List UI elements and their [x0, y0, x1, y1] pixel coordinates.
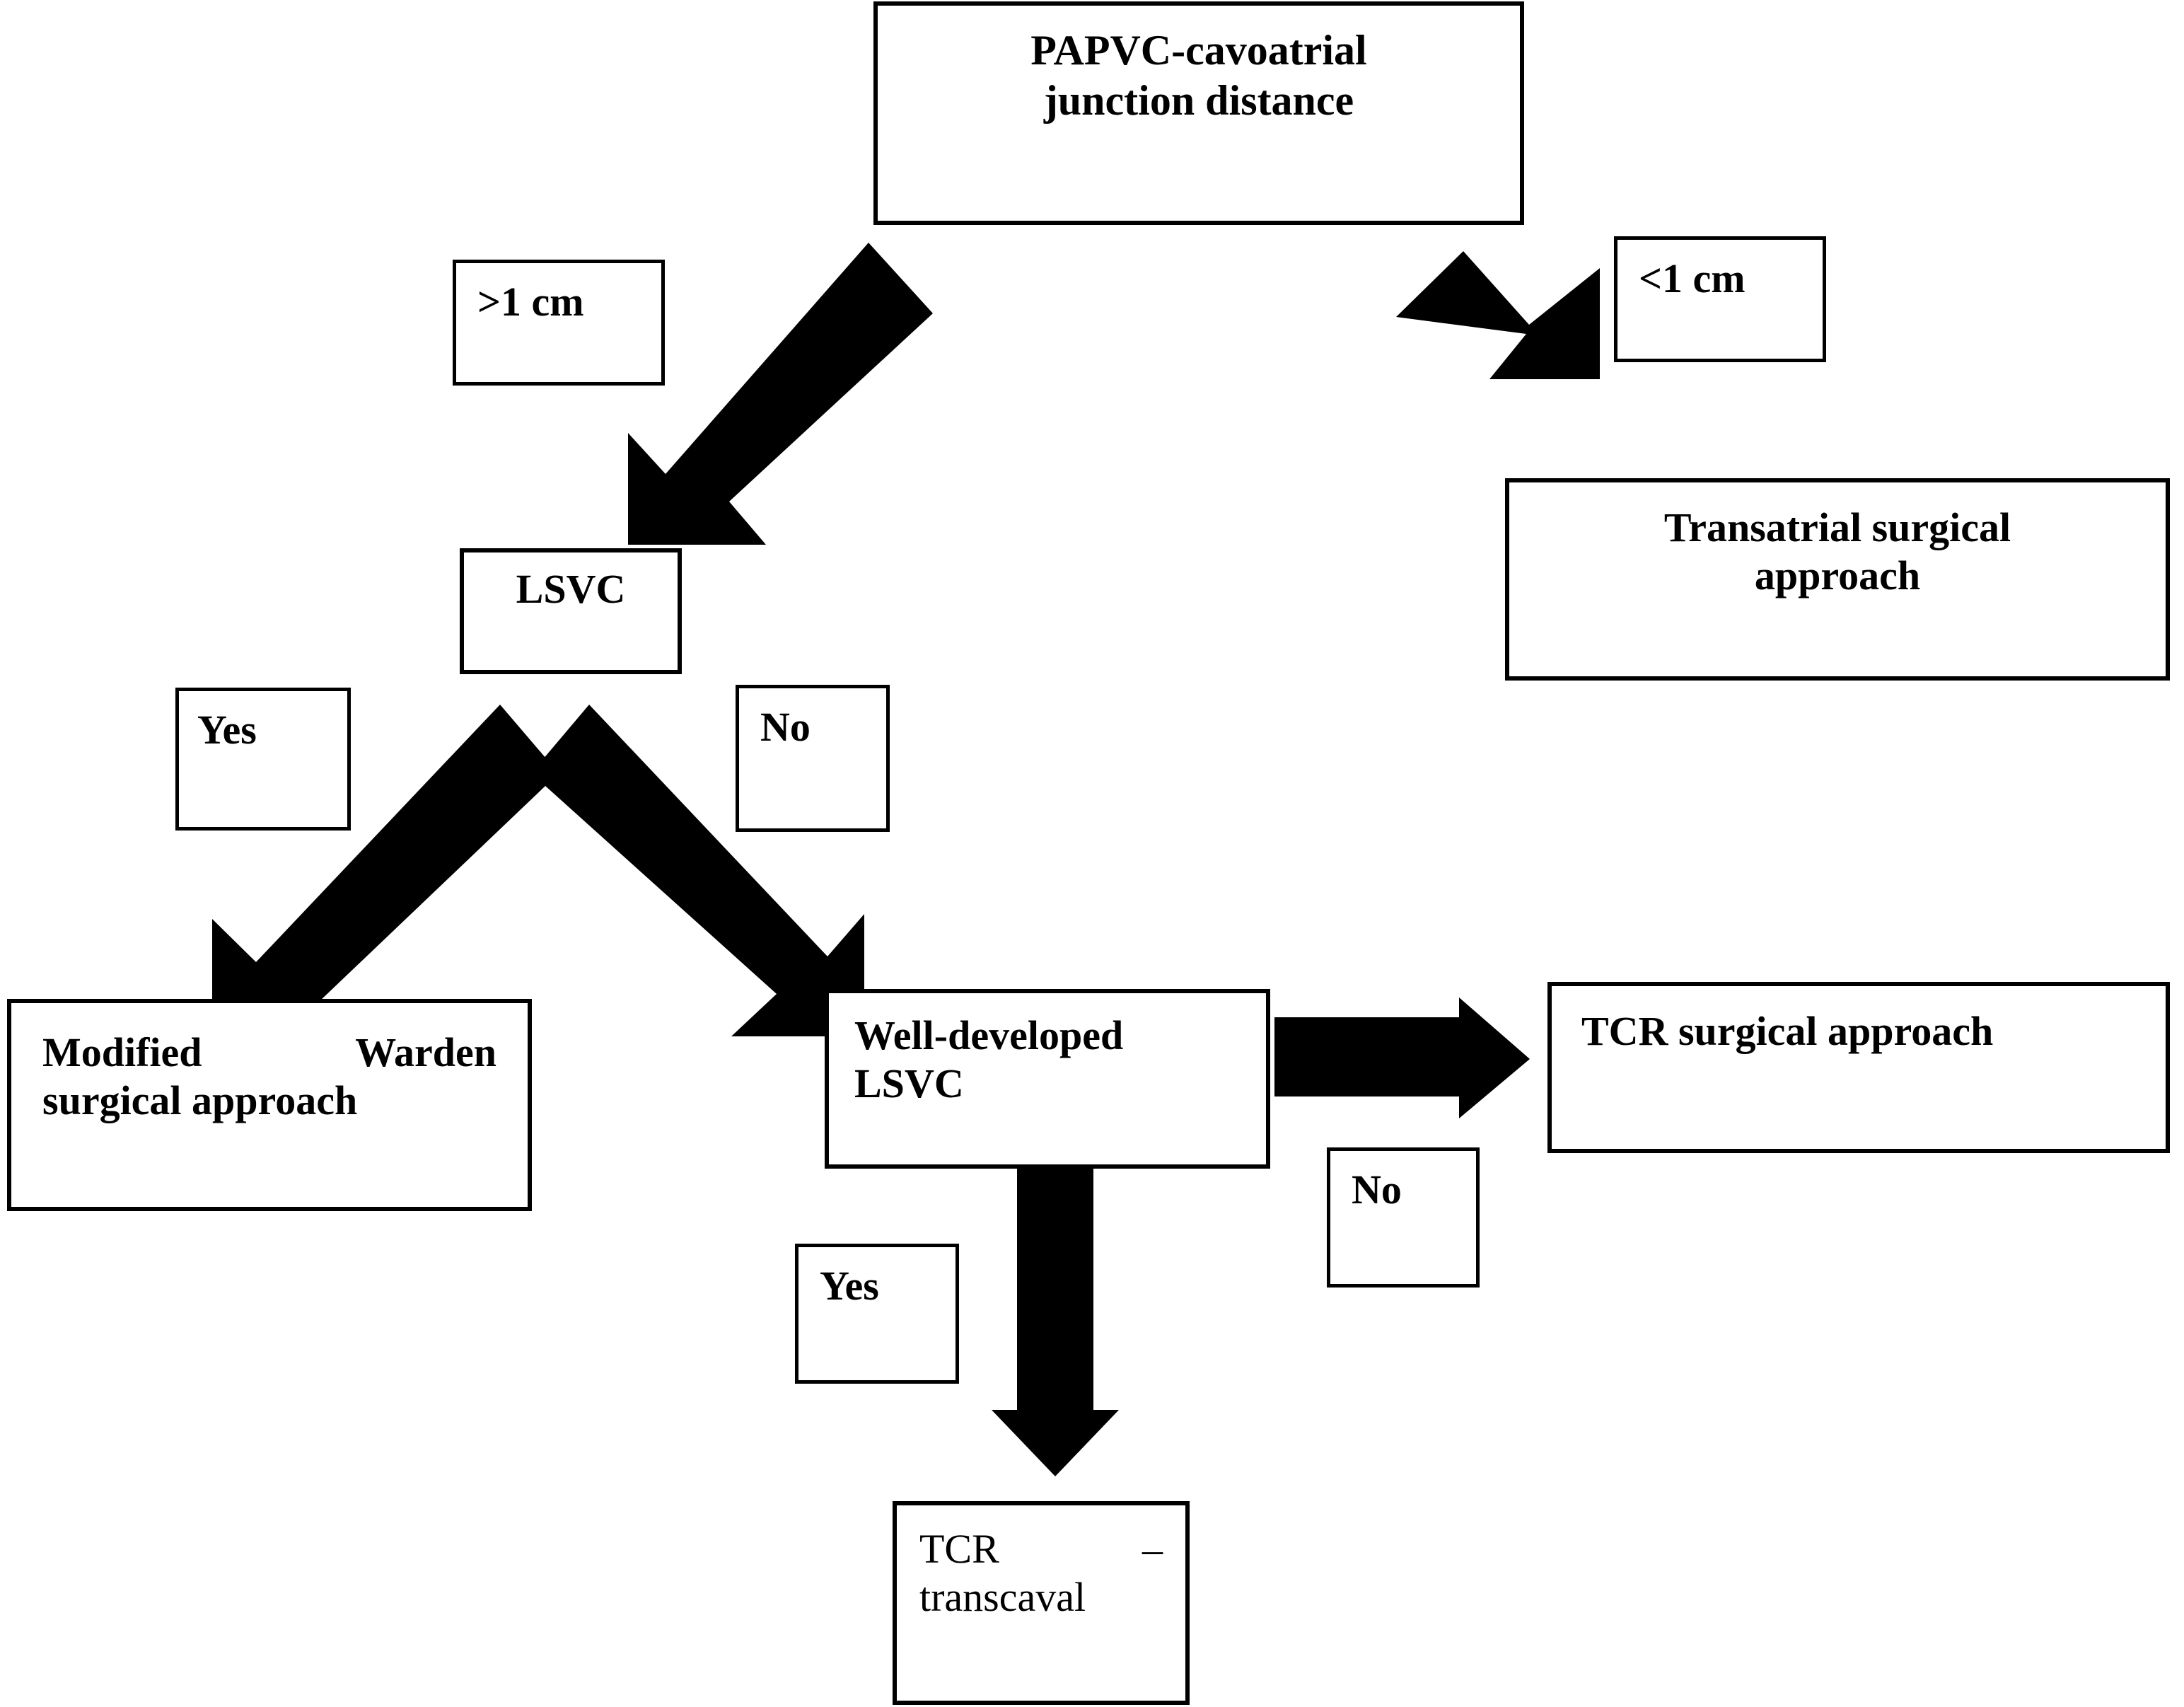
edge-label-lsvc-no: No [736, 685, 890, 832]
edge-label-well-developed-no: No [1327, 1147, 1480, 1288]
arrow-well-developed-to-tcr-surgical [1274, 997, 1530, 1118]
node-well-developed-lsvc[interactable]: Well-developed LSVC [825, 989, 1270, 1169]
node-modified-warden-line1: Modified Warden [42, 1029, 496, 1075]
edge-label-lt-1cm-text: <1 cm [1639, 255, 1746, 301]
node-tcr-surgical-label: TCR surgical approach [1581, 1008, 1994, 1054]
node-transatrial-line1: Transatrial surgical [1663, 504, 2011, 550]
node-tcr-transcaval-line1: TCR – [919, 1526, 1163, 1572]
node-transatrial-line2: approach [1754, 552, 1921, 599]
edge-label-lsvc-yes: Yes [175, 688, 351, 831]
node-transatrial-label: Transatrial surgical approach [1542, 504, 2133, 601]
edge-label-well-developed-yes: Yes [795, 1244, 959, 1384]
edge-label-lsvc-yes-text: Yes [197, 707, 257, 753]
node-papvc-line2: junction distance [1043, 76, 1354, 124]
node-papvc-cavoatrial-junction-distance[interactable]: PAPVC-cavoatrial junction distance [873, 1, 1524, 225]
node-well-developed-lsvc-label: Well-developed LSVC [854, 1012, 1241, 1109]
node-modified-warden-label: Modified Warden surgical approach [42, 1029, 496, 1126]
node-papvc-label: PAPVC-cavoatrial junction distance [906, 25, 1492, 126]
edge-label-gt-1cm-text: >1 cm [477, 279, 584, 325]
node-tcr-surgical-approach[interactable]: TCR surgical approach [1547, 982, 2170, 1153]
edge-label-well-no-text: No [1352, 1167, 1402, 1213]
node-well-developed-line2: LSVC [854, 1060, 964, 1107]
edge-label-lsvc-no-text: No [760, 704, 811, 750]
node-well-developed-line1: Well-developed [854, 1012, 1124, 1058]
node-transatrial-surgical-approach[interactable]: Transatrial surgical approach [1505, 478, 2170, 681]
edge-label-well-yes-text: Yes [820, 1263, 879, 1309]
edge-label-greater-than-1-cm: >1 cm [453, 260, 665, 386]
edge-label-less-than-1-cm: <1 cm [1614, 236, 1826, 362]
node-tcr-transcaval[interactable]: TCR – transcaval [893, 1501, 1190, 1705]
node-lsvc[interactable]: LSVC [460, 548, 682, 674]
arrow-root-to-transatrial [1396, 251, 1600, 379]
arrow-well-developed-to-tcr-transcaval [992, 1169, 1119, 1476]
node-tcr-transcaval-label: TCR – transcaval [919, 1525, 1163, 1622]
node-modified-warden-surgical-approach[interactable]: Modified Warden surgical approach [7, 999, 532, 1211]
node-modified-warden-line2: surgical approach [42, 1077, 358, 1124]
node-tcr-transcaval-line2: transcaval [919, 1574, 1086, 1621]
node-lsvc-label: LSVC [516, 566, 626, 612]
arrow-root-to-lsvc [628, 243, 933, 545]
node-papvc-line1: PAPVC-cavoatrial [1030, 27, 1367, 74]
